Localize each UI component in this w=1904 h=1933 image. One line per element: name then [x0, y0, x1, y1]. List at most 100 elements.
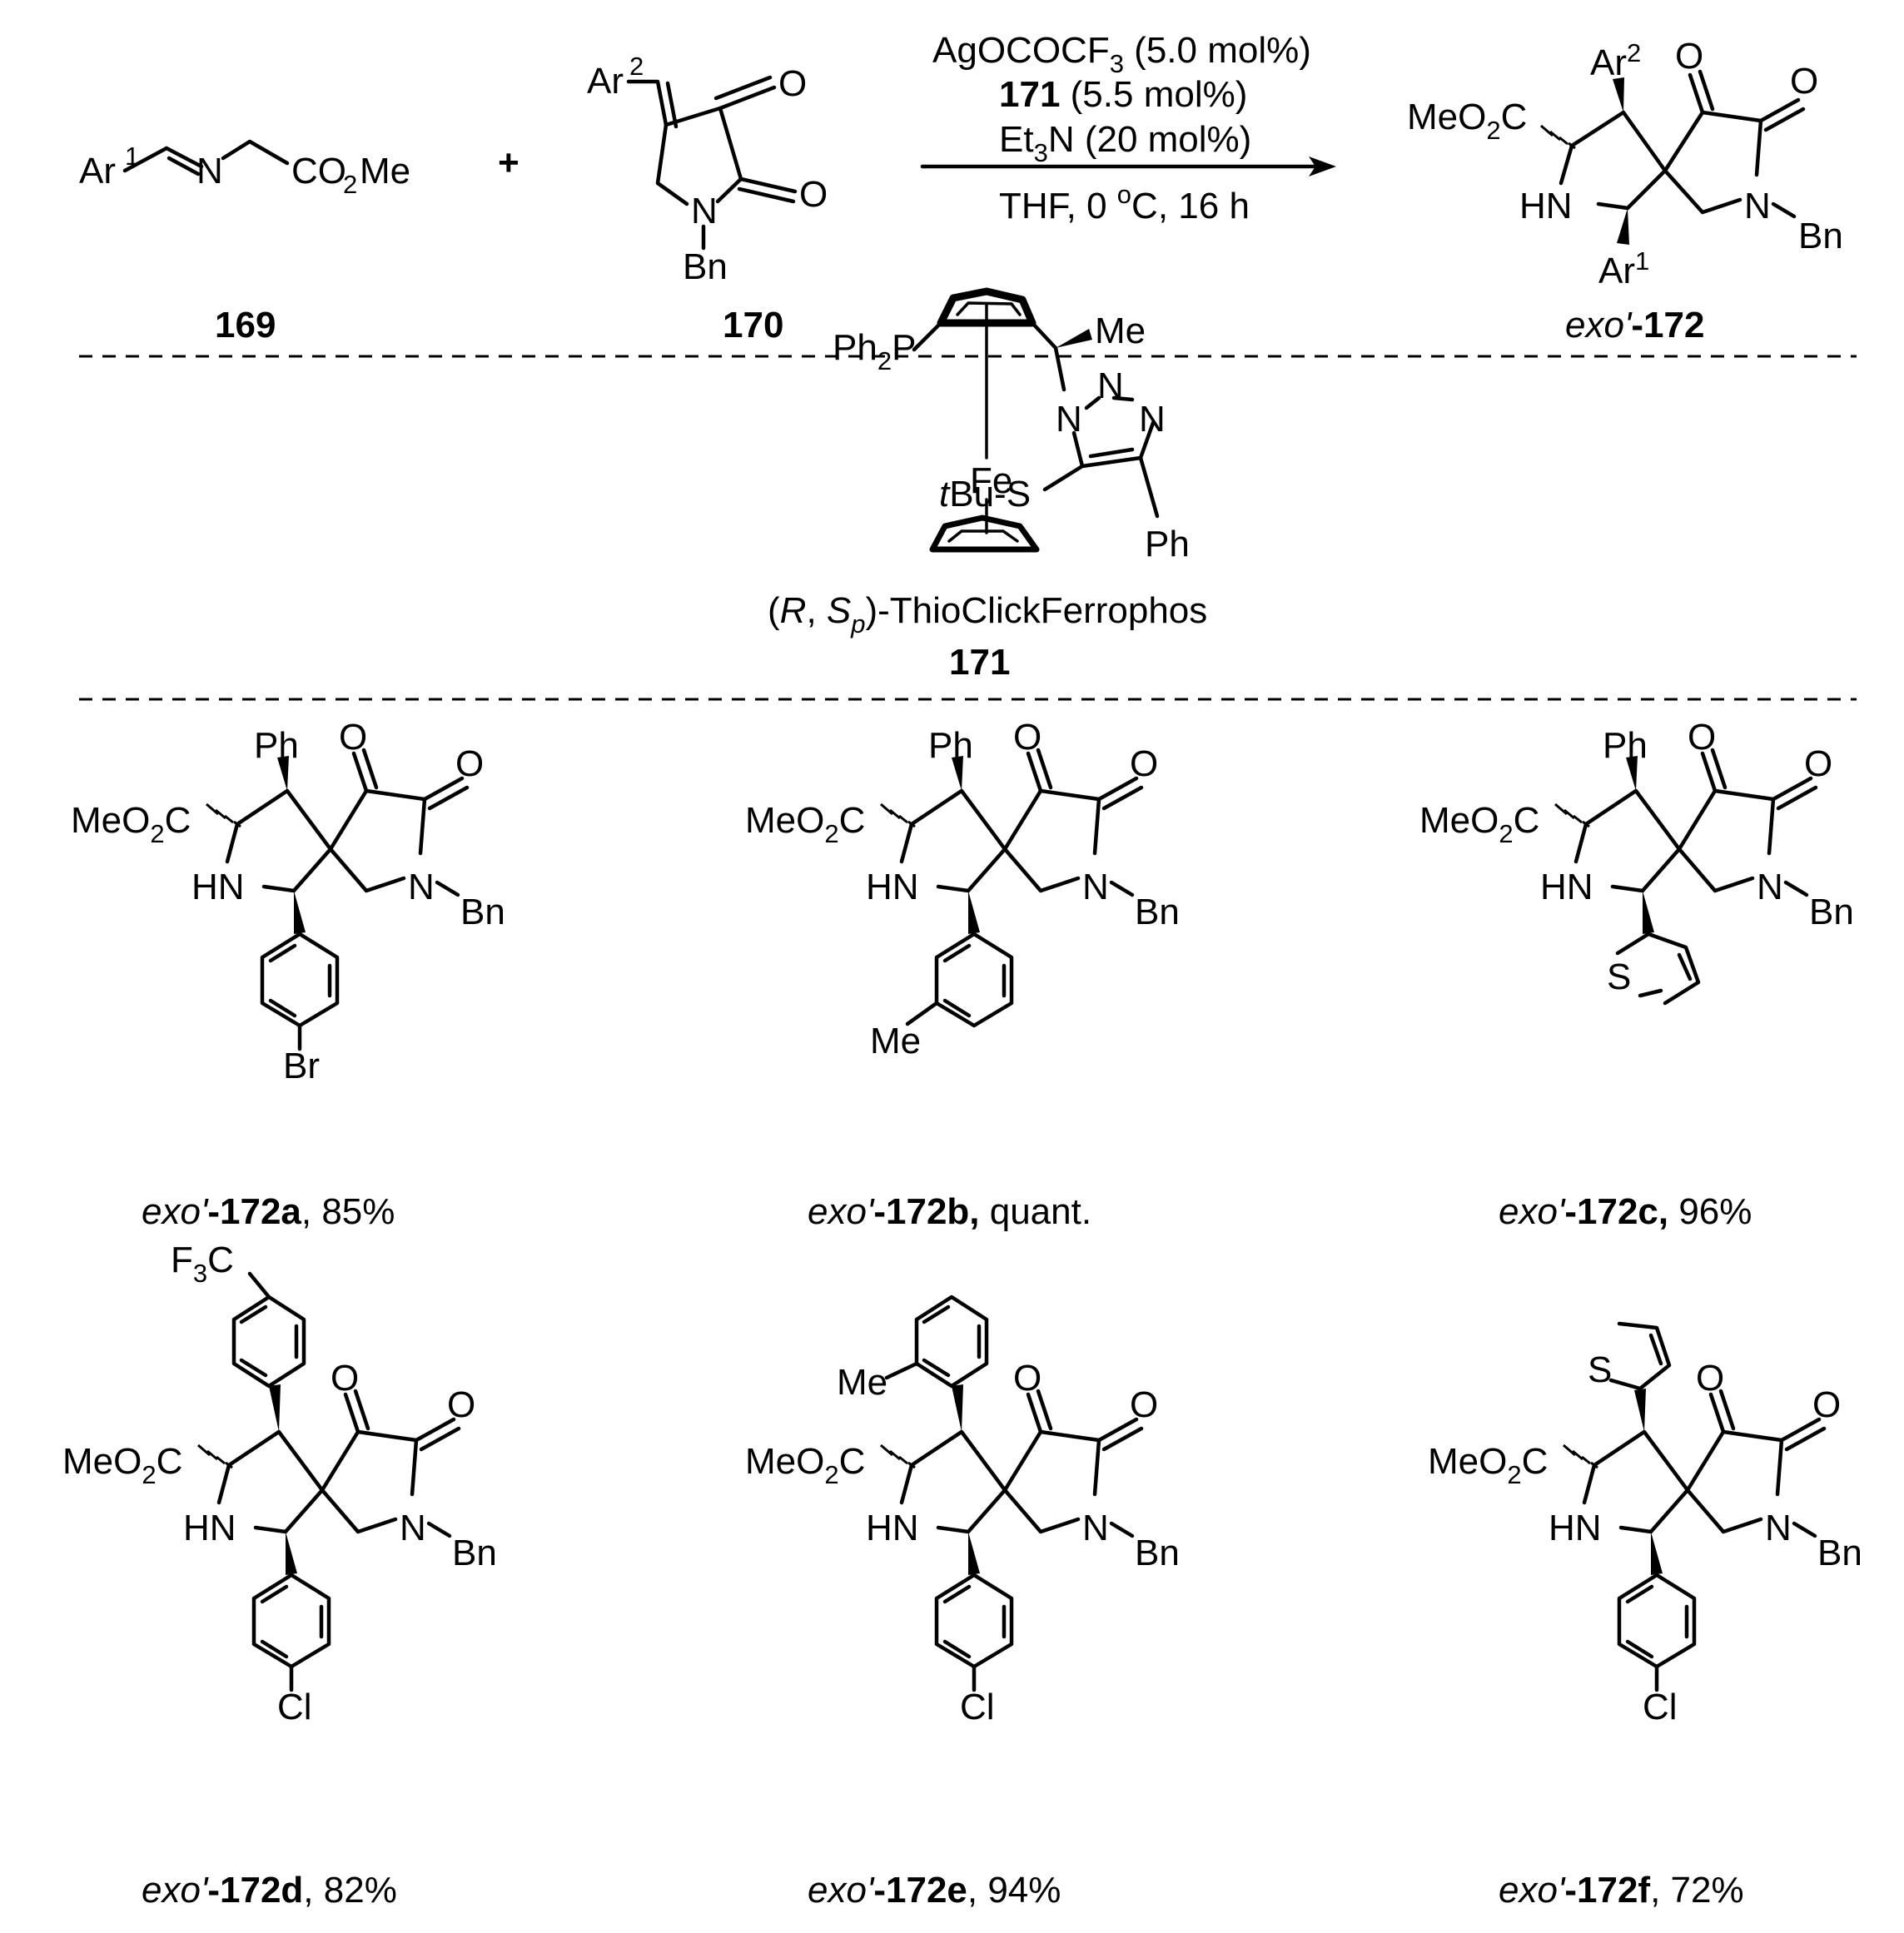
svg-text:1: 1: [125, 142, 139, 171]
svg-text:Ar2: Ar2: [1590, 38, 1641, 83]
svg-text:S: S: [1588, 1349, 1612, 1390]
svg-text:171 (5.5 mol%): 171 (5.5 mol%): [999, 74, 1247, 115]
catalyst-171: Ph2P Fe Me N N N tBu-S Ph (R, Sp)-ThioCl…: [768, 287, 1207, 683]
plus-sign: +: [498, 142, 519, 183]
svg-text:Ar: Ar: [587, 61, 624, 102]
svg-text:tBu-S: tBu-S: [939, 474, 1031, 514]
label-exo-172: exo'-172: [1565, 305, 1704, 345]
svg-text:O: O: [455, 743, 484, 784]
svg-text:N: N: [408, 867, 435, 907]
example-172f: MeO2C S O O HN N Bn Cl: [1428, 1321, 1862, 1727]
svg-text:N: N: [1139, 399, 1166, 440]
svg-text:Me: Me: [837, 1362, 887, 1403]
example-172c: MeO2C Ph O O HN N Bn S: [1419, 717, 1854, 1006]
svg-text:Bn: Bn: [460, 892, 505, 932]
svg-text:MeO2C: MeO2C: [1419, 800, 1539, 848]
svg-text:Bn: Bn: [452, 1533, 497, 1573]
svg-text:MeO2C: MeO2C: [1407, 97, 1527, 145]
svg-text:Ph: Ph: [1603, 725, 1648, 766]
svg-text:N: N: [1757, 867, 1783, 907]
svg-text:HN: HN: [866, 867, 919, 907]
svg-text:Cl: Cl: [1643, 1687, 1678, 1727]
svg-text:S: S: [1607, 957, 1631, 997]
label-172a: exo'-172a, 85%: [142, 1191, 395, 1232]
svg-text:Bn: Bn: [1817, 1533, 1862, 1573]
svg-text:O: O: [331, 1358, 359, 1399]
svg-text:HN: HN: [1519, 186, 1573, 226]
label-171: 171: [949, 642, 1010, 683]
svg-text:Cl: Cl: [960, 1687, 995, 1727]
svg-text:HN: HN: [191, 867, 245, 907]
ar1-text: Ar: [79, 151, 116, 191]
svg-text:Ph: Ph: [254, 725, 299, 766]
imine-n: N: [196, 151, 223, 191]
svg-text:O: O: [1696, 1358, 1724, 1399]
example-172a: MeO2C Ph O O HN N Bn Br: [71, 717, 505, 1086]
reactant-170: Ar 2 O O N Bn 170: [587, 52, 828, 345]
svg-text:N: N: [1097, 365, 1124, 406]
svg-text:F3C: F3C: [171, 1240, 234, 1288]
svg-text:MeO2C: MeO2C: [1428, 1441, 1548, 1489]
svg-text:HN: HN: [1540, 867, 1593, 907]
svg-text:Me: Me: [360, 151, 410, 191]
svg-text:MeO2C: MeO2C: [745, 800, 865, 848]
svg-text:MeO2C: MeO2C: [62, 1441, 182, 1489]
svg-text:O: O: [778, 63, 807, 104]
svg-text:O: O: [1790, 61, 1818, 102]
arrow-head: [1309, 157, 1336, 176]
svg-text:O: O: [1013, 717, 1041, 758]
svg-text:Et3N (20 mol%): Et3N (20 mol%): [999, 119, 1251, 167]
svg-text:O: O: [1130, 1384, 1158, 1425]
label-172e: exo'-172e, 94%: [808, 1870, 1061, 1911]
svg-text:N: N: [1056, 399, 1082, 440]
ester-co: CO: [291, 151, 346, 191]
label-172b: exo'-172b, quant.: [808, 1191, 1091, 1232]
svg-text:Bn: Bn: [1135, 1533, 1180, 1573]
fe-atom: Fe: [970, 460, 1012, 501]
svg-text:2: 2: [629, 52, 644, 81]
svg-text:Br: Br: [283, 1046, 320, 1086]
label-172d: exo'-172d, 82%: [142, 1870, 397, 1911]
svg-text:Bn: Bn: [1798, 216, 1843, 256]
svg-text:Me: Me: [1095, 311, 1146, 351]
reaction-conditions: AgOCOCF3 (5.0 mol%) 171 (5.5 mol%) Et3N …: [920, 30, 1336, 226]
svg-text:O: O: [447, 1384, 475, 1425]
label-172f: exo'-172f, 72%: [1499, 1870, 1744, 1911]
svg-text:2: 2: [343, 170, 357, 199]
svg-text:Ph: Ph: [928, 725, 973, 766]
svg-text:Me: Me: [870, 1021, 921, 1061]
svg-text:MeO2C: MeO2C: [745, 1441, 865, 1489]
svg-text:THF, 0 oC, 16 h: THF, 0 oC, 16 h: [999, 180, 1250, 226]
svg-text:N: N: [1765, 1508, 1792, 1548]
svg-text:O: O: [1812, 1384, 1841, 1425]
svg-text:N: N: [1082, 1508, 1109, 1548]
svg-text:N: N: [1082, 867, 1109, 907]
svg-text:O: O: [339, 717, 367, 758]
svg-text:O: O: [1013, 1358, 1041, 1399]
label-169: 169: [215, 305, 276, 345]
svg-text:O: O: [1675, 36, 1703, 77]
svg-text:MeO2C: MeO2C: [71, 800, 191, 848]
svg-text:Bn: Bn: [683, 246, 728, 287]
svg-text:Bn: Bn: [1809, 892, 1854, 932]
label-170: 170: [723, 305, 783, 345]
catalyst-name: (R, Sp)-ThioClickFerrophos: [768, 590, 1207, 639]
product-exo-172: MeO2C Ar2 O O HN N Bn Ar1 exo'-172: [1407, 36, 1843, 345]
svg-text:Cl: Cl: [277, 1687, 312, 1727]
svg-text:O: O: [1130, 743, 1158, 784]
svg-text:HN: HN: [866, 1508, 919, 1548]
example-172b: MeO2C Ph O O HN N Bn Me: [745, 717, 1180, 1061]
ester-hash-bond: [1540, 124, 1576, 150]
label-172c: exo'-172c, 96%: [1499, 1191, 1752, 1232]
svg-text:HN: HN: [183, 1508, 236, 1548]
svg-text:Ph: Ph: [1145, 524, 1190, 564]
svg-text:O: O: [1688, 717, 1716, 758]
svg-text:N: N: [400, 1508, 426, 1548]
reactant-169: Ar 1 N CO 2 Me 169: [79, 139, 410, 345]
svg-text:AgOCOCF3 (5.0 mol%): AgOCOCF3 (5.0 mol%): [932, 30, 1311, 78]
svg-text:HN: HN: [1549, 1508, 1602, 1548]
svg-text:Bn: Bn: [1135, 892, 1180, 932]
svg-text:O: O: [1804, 743, 1832, 784]
svg-text:N: N: [1744, 186, 1771, 226]
